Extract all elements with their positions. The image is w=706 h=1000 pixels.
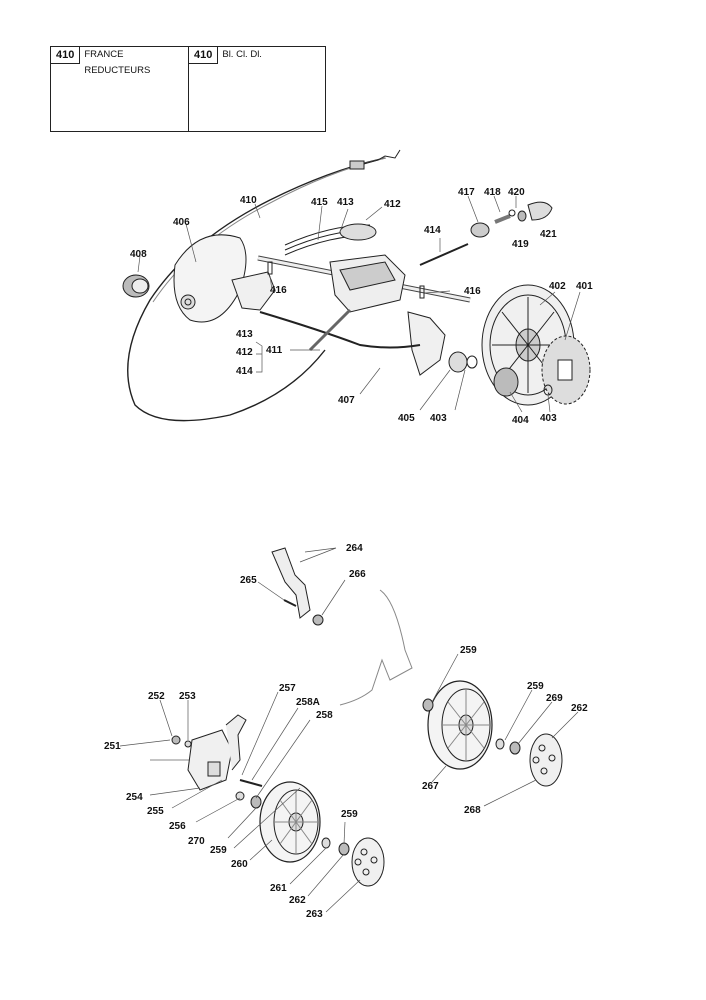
height-lever-264 [271,547,311,619]
variant-description: FRANCE REDUCTEURS [84,49,151,76]
leader-lines-lower [119,547,579,913]
part-label: 266 [349,569,366,580]
part-label: 410 [240,195,257,206]
rod-414 [419,243,469,266]
part-label: 262 [289,895,306,906]
part-label: 421 [540,229,557,240]
gear-401 [541,335,591,405]
variant-description: Bl. Cl. Dl. [222,49,262,60]
pin-416-right [419,285,425,299]
part-label: 257 [279,683,296,694]
washers-403 [448,351,553,396]
part-label: 270 [188,836,205,847]
pulley-cover-406 [173,234,247,323]
part-label: 259 [527,681,544,692]
cable-end-410 [359,149,401,166]
variant-code: 410 [189,46,219,64]
part-label: 261 [270,883,287,894]
wheel-260 [259,781,321,863]
part-label: 262 [571,703,588,714]
gearbox [329,254,406,313]
part-label: 254 [126,792,143,803]
variant-code: 410 [51,46,81,64]
part-label: 413 [236,329,253,340]
variant-cell-1: 410 FRANCE REDUCTEURS [51,46,189,132]
part-label: 269 [546,693,563,704]
chassis-outline [150,589,413,761]
part-label: 259 [341,809,358,820]
part-label: 401 [576,281,593,292]
hubcap-263 [351,837,385,887]
part-label: 416 [464,286,481,297]
part-label: 258A [296,697,320,708]
part-label: 417 [458,187,475,198]
leader-lines-upper [137,195,581,413]
part-label: 404 [512,415,529,426]
part-label: 268 [464,805,481,816]
part-label: 253 [179,691,196,702]
variant-table: 410 FRANCE REDUCTEURS 410 Bl. Cl. Dl. [50,46,326,132]
height-adjuster-254 [171,714,247,791]
rod-407 [259,311,421,349]
part-label: 260 [231,859,248,870]
wheel-267 [427,680,493,770]
part-label: 414 [236,366,253,377]
part-label: 407 [338,395,355,406]
cable-410 [127,157,386,422]
part-label: 256 [169,821,186,832]
part-label: 418 [484,187,501,198]
part-label: 255 [147,806,164,817]
part-label: 412 [236,347,253,358]
part-label: 403 [430,413,447,424]
part-label: 412 [384,199,401,210]
wheel-small-parts-right [422,698,521,755]
part-label: 414 [424,225,441,236]
part-label: 411 [266,345,283,356]
part-label: 405 [398,413,415,424]
wheel-small-parts-left [235,779,350,856]
part-label: 251 [104,741,121,752]
knob-parts-417-421 [470,201,553,238]
bracket-right-405 [407,311,446,376]
pin-416-left [267,261,273,275]
bracket-left [231,271,276,311]
belt-set-415-413-412 [284,223,377,256]
hubcap-268 [529,733,563,787]
pinion-404 [493,367,519,397]
part-label: 419 [512,239,529,250]
part-label: 413 [337,197,354,208]
part-label: 406 [173,217,190,228]
part-label: 259 [460,645,477,656]
gear-408 [122,274,150,298]
variant-cell-2: 410 Bl. Cl. Dl. [189,46,325,132]
part-label: 267 [422,781,439,792]
part-label: 265 [240,575,257,586]
spring-411 [308,308,352,352]
part-label: 258 [316,710,333,721]
part-label: 408 [130,249,147,260]
part-label: 252 [148,691,165,702]
part-label: 259 [210,845,227,856]
part-label: 415 [311,197,328,208]
part-label: 264 [346,543,363,554]
nut-266 [312,614,324,626]
part-label: 416 [270,285,287,296]
part-label: 263 [306,909,323,920]
part-label: 420 [508,187,525,198]
screw-265 [283,599,297,607]
part-label: 403 [540,413,557,424]
part-label: 402 [549,281,566,292]
